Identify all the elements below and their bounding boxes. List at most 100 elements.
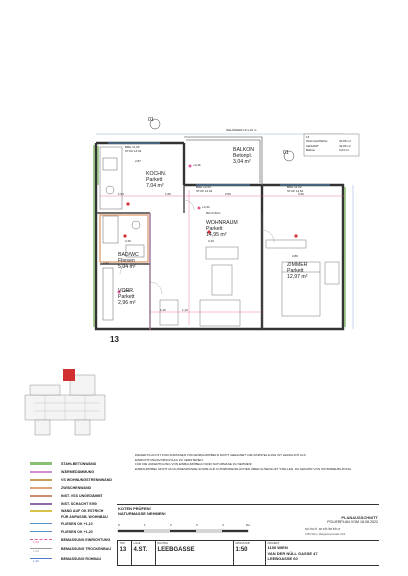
cell-lage: LAGE 4.ST. xyxy=(132,541,156,566)
room-floor-bad: Fliesen xyxy=(118,258,135,264)
dim-kochen: 2,87 xyxy=(135,159,141,163)
balcony-outline xyxy=(184,136,263,185)
door-swing-zimmer xyxy=(261,229,275,243)
legend-item: INST. SCHACHT EI90 xyxy=(30,500,97,507)
scale-tick: 0 xyxy=(118,523,120,527)
dim-top-3: 2,50 xyxy=(225,192,231,196)
warning-naturmasse: NATURMASSE NEHMEN! xyxy=(118,511,166,516)
cell-header: TOP xyxy=(119,542,125,545)
legend-dim-value: 1,20 xyxy=(33,559,39,563)
washbasin xyxy=(125,244,145,258)
level-marker-c xyxy=(117,290,121,294)
nightstand xyxy=(324,261,340,285)
shelf xyxy=(159,299,179,326)
room-area-bad: 5,04 m² xyxy=(118,264,136,270)
scale-bar xyxy=(117,529,249,533)
area-row-value: 3,04 m² xyxy=(339,148,350,152)
legend-item: STAHLBETONWAND xyxy=(30,460,96,467)
room-floor-kochen: Parkett xyxy=(146,177,163,183)
key-plan-highlight xyxy=(63,369,75,381)
legend-dim-value: 1,20 xyxy=(33,540,39,544)
cell-header: BAUTEIL xyxy=(157,542,169,545)
architect-box: schuh architektur 1050 Wien, Margaretens… xyxy=(305,526,379,541)
area-row-label: GESAMT xyxy=(306,143,319,148)
scale-tick: 5m xyxy=(246,523,251,527)
kitchen-sink xyxy=(102,157,118,171)
legend-swatch xyxy=(30,502,52,505)
area-row-label: Wohnnutzfläche xyxy=(306,139,328,143)
legend-label: BEMASSUNG TROCKENBAU xyxy=(61,546,111,551)
axis-marker-circle-b xyxy=(283,150,295,162)
legend-swatch xyxy=(30,462,52,465)
socket-marker xyxy=(294,234,298,238)
legend-item: BEMASSUNG ROHBAU xyxy=(30,555,101,562)
title-block: KOTEN PRÜFEN! NATURMASSE NEHMEN! PLANAUS… xyxy=(117,504,379,566)
legend-swatch xyxy=(30,523,52,524)
dim-bottom-1: 1,10 xyxy=(160,308,166,312)
level-a: +0,46 xyxy=(193,163,201,167)
architect-name: schuh architektur xyxy=(305,526,341,531)
socket-marker xyxy=(126,202,130,206)
legend-label: FÜR ANPASSB. WOHNBAU xyxy=(61,514,108,519)
axis-marker-a: 01 xyxy=(148,117,154,123)
legend-swatch xyxy=(30,516,52,518)
level-c: +0,46 xyxy=(122,289,130,293)
dim-bad: 2,40 xyxy=(125,239,131,243)
bathtub xyxy=(102,215,119,244)
room-name-bad: BAD/WC xyxy=(118,252,139,258)
axis-marker-circle-a xyxy=(149,118,161,130)
dim-bottom-2: 1,10 xyxy=(182,308,188,312)
projekt-line: 1100 WIEN xyxy=(267,545,288,550)
socket-marker xyxy=(207,230,211,234)
scale-tick: 2 xyxy=(170,523,172,527)
wall-zimmer xyxy=(262,183,345,331)
legend-label: WAND AUF OK ESTRICH xyxy=(61,508,104,513)
legend-item: BEMASSUNG EINRICHTUNG xyxy=(30,536,110,543)
area-box-top: 13 xyxy=(306,134,310,139)
kitchen-hob xyxy=(105,185,115,195)
legend-dim-value: 1,20 xyxy=(33,549,39,553)
warning-koten: KOTEN PRÜFEN! xyxy=(118,506,151,511)
wardrobe xyxy=(102,267,114,321)
door-label: BRH 11,00 xyxy=(287,185,302,189)
room-area-kochen: 7,04 m² xyxy=(146,183,164,189)
door-swing-vorr xyxy=(149,281,163,295)
door-swing-bad xyxy=(119,263,131,275)
room-area-vorr: 2,96 m² xyxy=(118,300,136,306)
room-area-wohnraum: 14,95 m² xyxy=(206,232,227,238)
scale-tick: 3 xyxy=(196,523,198,527)
dim-wohn: 3,10 xyxy=(208,239,214,243)
legend-swatch xyxy=(30,494,52,497)
kitchen-counter xyxy=(99,146,123,210)
dim-vorr: 2,47 xyxy=(103,261,109,265)
legend-label: INST. SCHACHT EI90 xyxy=(61,501,97,506)
legend-item: FÜR ANPASSB. WOHNBAU xyxy=(30,513,108,520)
scale-tick: 1 xyxy=(144,523,146,527)
plan-date: POLIERPLAN VOM 18.08.2022 xyxy=(327,520,378,524)
door-swing-kitchen xyxy=(183,199,195,211)
title-block-top-rule xyxy=(117,504,379,505)
bed xyxy=(281,261,321,317)
room-floor-zimmer: Parkett xyxy=(287,268,304,274)
legend-item: VS WOHNUNGSTRENNWAND xyxy=(30,476,112,483)
desk xyxy=(265,239,307,249)
dim-zimmer: 2,89 xyxy=(292,254,298,258)
door-label: BRH 11,00 xyxy=(125,145,140,149)
area-row-label: Balkon xyxy=(306,148,316,152)
legend-label: WÄRMEDÄMMUNG xyxy=(61,469,95,474)
room-floor-balkon: Betonpl. xyxy=(233,153,253,159)
legend-swatch xyxy=(30,548,52,549)
cell-bauteil: BAUTEIL LEEBGASSE xyxy=(156,541,234,566)
note-line: EINRICHTUNGSVORSCHLAG ZU VERSTEHEN. xyxy=(135,457,204,462)
architect-address: 1050 Wien, Margaretenstraße 32/2 xyxy=(305,533,346,536)
info-row: TOP 13 LAGE 4.ST. BAUTEIL LEEBGASSE MASS… xyxy=(117,540,379,566)
note-line: EINBAUMÖBEL NICHT AN AUSSENWÄNDE SOWIE A… xyxy=(135,466,352,471)
legend-swatch xyxy=(30,470,52,473)
cell-header: MASSSTAB xyxy=(235,542,250,545)
note-line: FÜR DIE ANFERTIGUNG VON EINBAUMÖBELN SIN… xyxy=(135,462,252,467)
legend-label: BEMASSUNG ROHBAU xyxy=(61,556,102,561)
legend-label: STAHLBETONWAND xyxy=(61,461,97,466)
area-row-value: 42,86 m² xyxy=(339,139,351,143)
legend-label: INST. VSS UNGEDÄMMT xyxy=(61,493,103,498)
